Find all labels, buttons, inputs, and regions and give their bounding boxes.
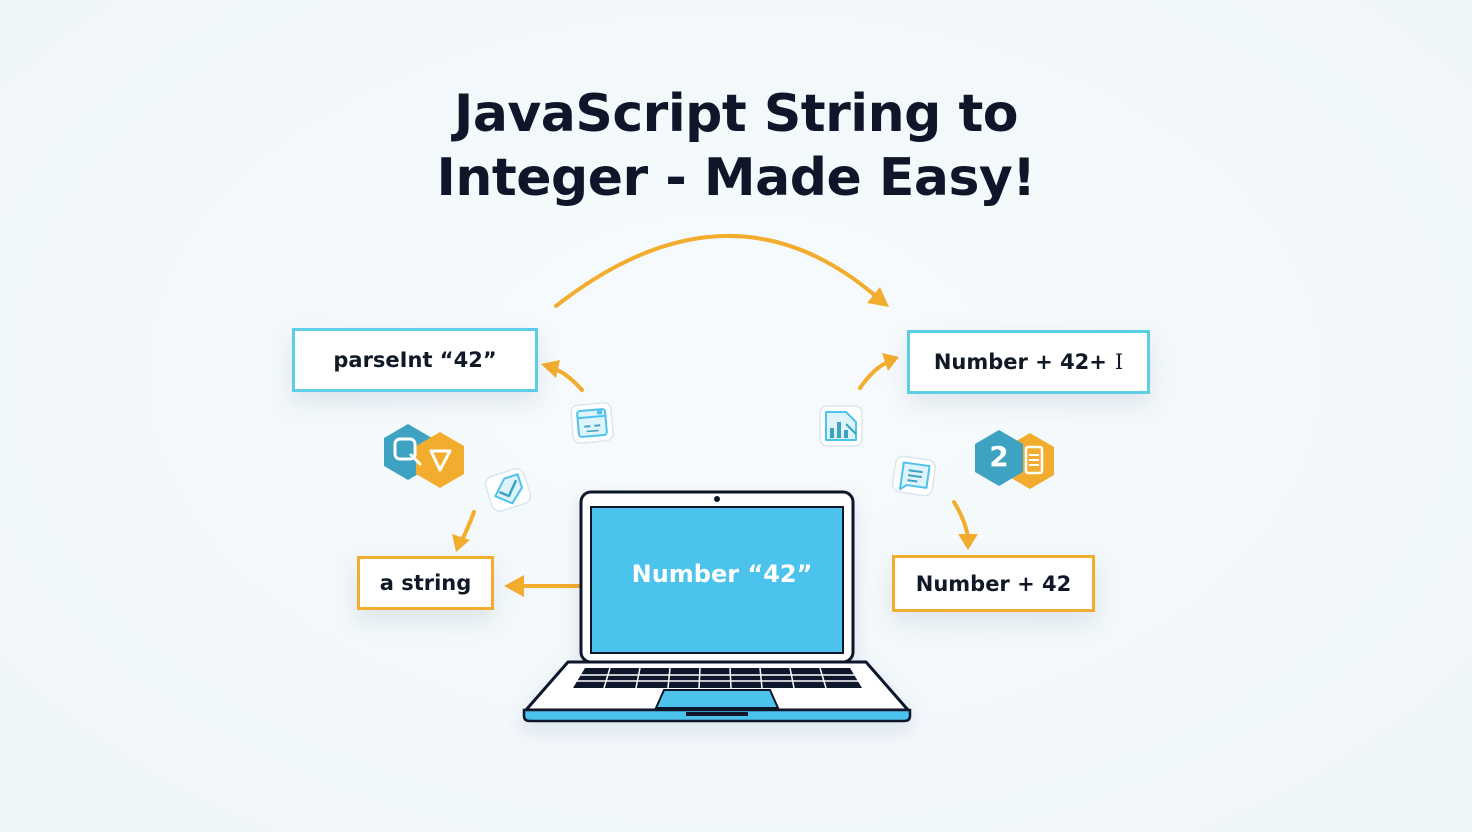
laptop-screen-label: Number “42” <box>631 560 813 588</box>
list-document-icon <box>1024 445 1044 475</box>
number-plus-bottom-box: Number + 42 <box>892 555 1095 612</box>
arrow-to-a-string <box>452 510 476 552</box>
title-line-1: JavaScript String to <box>453 84 1019 144</box>
top-arc-arrow <box>554 234 889 308</box>
arrow-to-number-bottom <box>952 500 978 550</box>
laptop-screen <box>590 506 844 654</box>
number-plus-top-box: Number + 42+ I <box>907 330 1150 394</box>
arrow-to-number-top <box>858 353 899 390</box>
parseint-box: parseInt “42” <box>292 328 538 392</box>
chart-document-icon <box>819 405 863 447</box>
tag-check-icon <box>484 468 532 512</box>
right-hex-pair <box>975 430 1054 489</box>
trackpad <box>654 689 780 709</box>
laptop-notch <box>686 712 748 716</box>
number-plus-bottom-label: Number + 42 <box>915 571 1072 596</box>
arrow-to-parseint <box>541 360 584 392</box>
triangle-icon <box>429 449 452 472</box>
number-badge-icon: 2 <box>989 440 1009 473</box>
a-string-box: a string <box>357 556 494 610</box>
text-cursor-icon: I <box>1114 350 1124 374</box>
title-line-2: Integer - Made Easy! <box>436 148 1036 208</box>
search-icon <box>393 437 422 466</box>
parseint-label: parseInt “42” <box>333 348 497 372</box>
calendar-icon <box>570 402 614 444</box>
number-plus-top-label: Number + 42+ <box>933 350 1107 374</box>
page-title: JavaScript String to Integer - Made Easy… <box>0 82 1472 210</box>
left-hex-pair <box>384 424 464 488</box>
keyboard <box>573 667 862 689</box>
webcam-dot <box>714 496 720 502</box>
a-string-label: a string <box>379 571 472 595</box>
message-list-icon <box>891 455 937 497</box>
laptop <box>522 490 912 723</box>
